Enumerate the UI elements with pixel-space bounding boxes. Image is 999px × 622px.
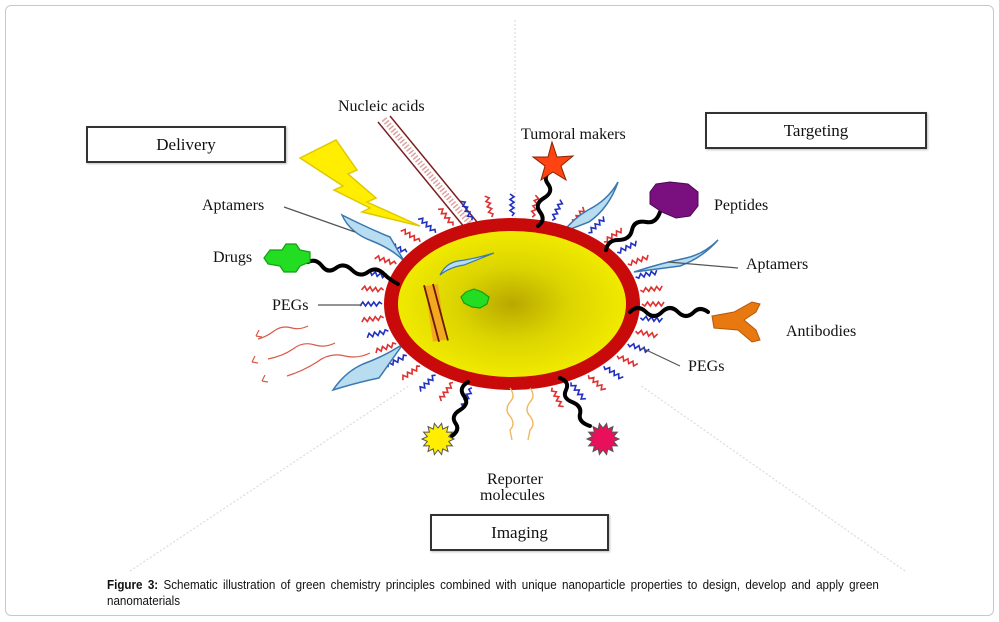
peg-chain	[460, 200, 474, 221]
targeting-box: Targeting	[705, 112, 927, 149]
reporter-molecule-yellow-icon	[420, 422, 456, 456]
label-tumoral-makers: Tumoral makers	[521, 126, 626, 143]
linker-drug	[306, 258, 400, 286]
label-aptamers-right: Aptamers	[746, 256, 808, 273]
label-pegs-right: PEGs	[688, 358, 724, 375]
label-pegs-left: PEGs	[272, 297, 308, 314]
peg-chain	[375, 341, 397, 354]
peg-chain	[460, 386, 473, 409]
peg-chain	[360, 284, 385, 293]
peg-chain	[402, 365, 421, 381]
peg-chain	[400, 228, 421, 243]
inner-nucleic-acid-icon	[423, 283, 449, 342]
peg-chain	[359, 300, 383, 308]
reporter-molecule-pink-icon	[585, 422, 621, 456]
peg-chain	[588, 216, 605, 234]
peg-chain	[635, 269, 658, 280]
imaging-box: Imaging	[430, 514, 609, 551]
caption-text: Schematic illustration of green chemistr…	[107, 578, 879, 608]
inner-drug-icon	[460, 288, 490, 309]
peg-chain	[635, 329, 659, 339]
peg-chain	[617, 240, 637, 254]
label-reporter-line2: molecules	[480, 487, 545, 504]
heat-wave-arrows-icon	[251, 325, 371, 383]
peg-chain	[374, 254, 397, 266]
linker-antibody	[628, 306, 710, 318]
peg-chain	[641, 300, 665, 308]
aptamer-right-mid-icon	[633, 239, 719, 273]
aptamer-right-top-icon	[560, 181, 619, 234]
peg-chain	[438, 381, 454, 402]
drug-icon	[263, 243, 311, 273]
peg-chain	[551, 199, 564, 222]
antibody-icon	[711, 301, 761, 343]
label-nucleic-acids: Nucleic acids	[338, 98, 425, 115]
linker-reporter-right	[558, 376, 592, 428]
label-antibodies: Antibodies	[786, 323, 856, 340]
label-drugs: Drugs	[213, 249, 252, 266]
peg-chain	[417, 217, 437, 233]
linker-peptide	[604, 210, 662, 252]
reporter-signal-waves-icon	[506, 387, 534, 441]
linker-chains	[306, 168, 710, 438]
peg-chain	[627, 254, 649, 267]
nucleic-acid-strand-icon	[377, 115, 478, 229]
label-aptamers-left: Aptamers	[202, 197, 264, 214]
peg-chain	[639, 285, 663, 293]
inner-aptamer-icon	[439, 252, 495, 276]
peg-chain	[603, 365, 624, 380]
linker-tumoral	[535, 168, 554, 228]
delivery-box: Delivery	[86, 126, 286, 163]
peg-chain	[438, 208, 454, 226]
peg-chain	[419, 374, 436, 392]
peg-chain	[530, 194, 541, 218]
aptamer-left-bottom-icon	[331, 343, 404, 392]
peg-chain	[616, 355, 639, 368]
peg-chain	[484, 195, 495, 218]
peg-chain	[366, 328, 389, 339]
label-reporter-line1: Reporter	[487, 471, 544, 488]
aptamer-left-top-icon	[340, 213, 405, 262]
tumoral-marker-star-icon	[531, 140, 575, 182]
lightning-bolt-icon	[298, 139, 421, 227]
figure-caption: Figure 3: Schematic illustration of gree…	[107, 577, 879, 609]
label-peptides: Peptides	[714, 197, 768, 214]
peptide-icon	[649, 181, 699, 219]
peg-chain	[570, 382, 586, 400]
peg-chain	[550, 387, 564, 408]
linker-reporter-left	[450, 380, 470, 438]
caption-figure-label: Figure 3:	[107, 578, 159, 592]
label-leader-lines	[283, 206, 739, 367]
section-divider-lines	[129, 20, 906, 572]
peg-chain	[587, 375, 607, 391]
peg-chain	[508, 193, 516, 217]
peg-chain	[603, 227, 622, 243]
peg-chain	[361, 315, 385, 323]
peg-chain	[627, 342, 650, 354]
